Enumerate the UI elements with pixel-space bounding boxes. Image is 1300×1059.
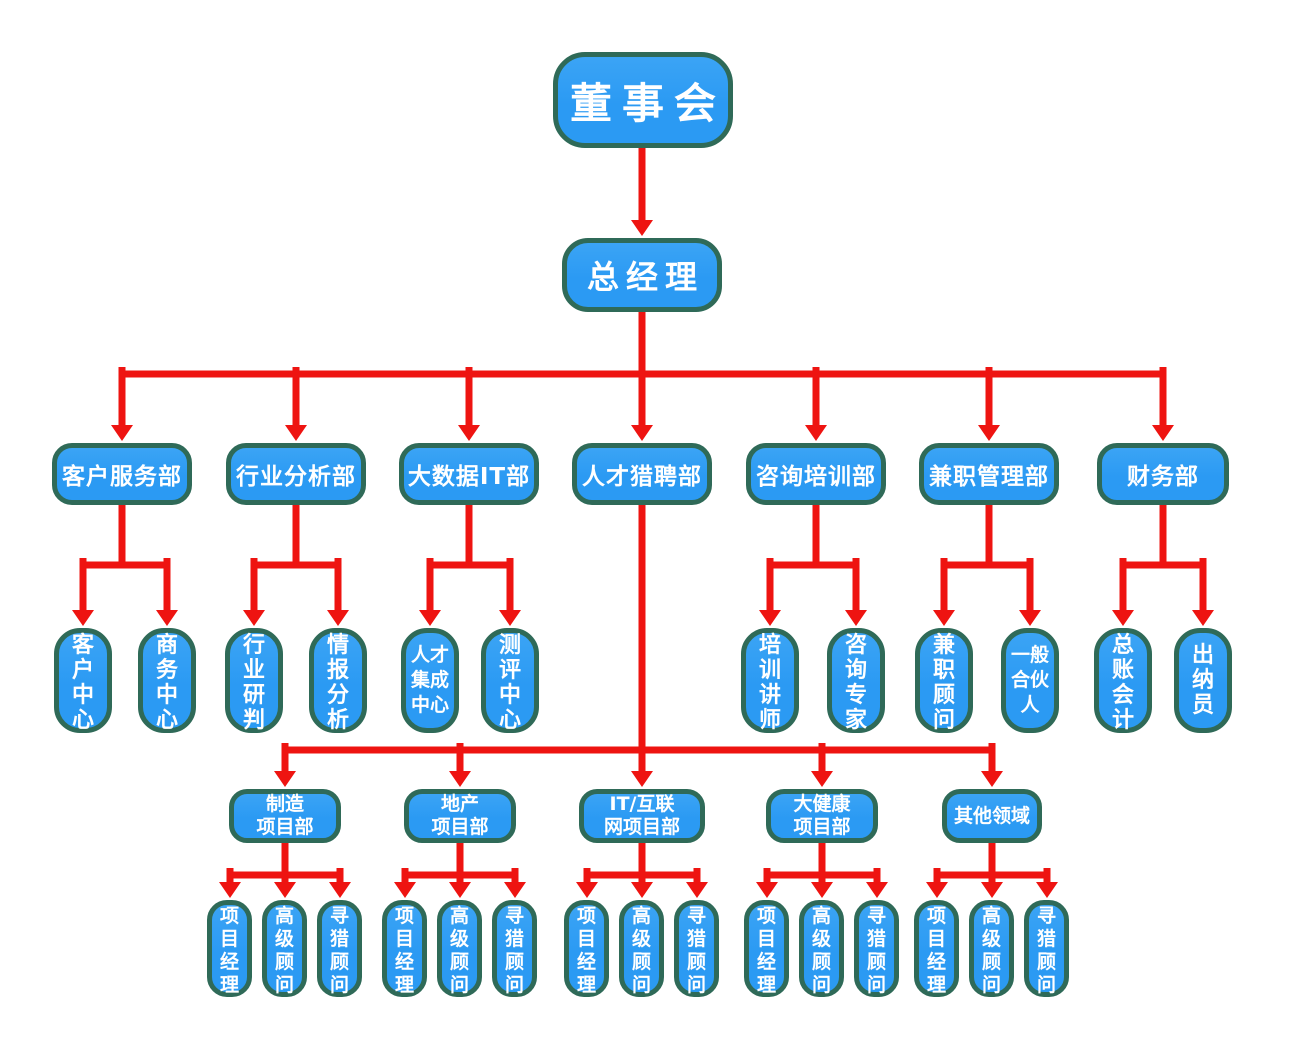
node-sub-consulting-expert: 咨询专家 [827, 628, 885, 733]
dept-label: 客户服务部 [62, 464, 182, 490]
node-leaf-headhunting-consultant: 寻猎顾问 [1024, 900, 1069, 997]
sub-label: 出纳员 [1191, 643, 1214, 718]
node-sub-customer-center: 客户中心 [54, 628, 112, 733]
leaf-label: 项目经理 [219, 905, 239, 996]
node-leaf-headhunting-consultant: 寻猎顾问 [492, 900, 537, 997]
node-sub-intel-analysis: 情报分析 [309, 628, 367, 733]
dept-label: 财务部 [1127, 464, 1199, 490]
leaf-label: 高级顾问 [274, 905, 294, 996]
node-sub-general-ledger-accountant: 总账会计 [1094, 628, 1152, 733]
proj-label-line2: 项目部 [431, 816, 489, 838]
leaf-label: 寻猎顾问 [504, 905, 524, 996]
leaf-label: 项目经理 [756, 905, 776, 996]
proj-label-line1: 地产 [440, 793, 479, 815]
node-dept-finance: 财务部 [1097, 443, 1229, 505]
leaf-label: 寻猎顾问 [866, 905, 886, 996]
proj-label-line2: 项目部 [793, 816, 851, 838]
sub-label: 客户中心 [71, 633, 94, 733]
proj-label-line1: 制造 [265, 793, 304, 815]
node-leaf-headhunting-consultant: 寻猎顾问 [317, 900, 362, 997]
leaf-label: 高级顾问 [981, 905, 1001, 996]
node-sub-parttime-consultant: 兼职顾问 [915, 628, 973, 733]
dept-label: 兼职管理部 [929, 464, 1049, 490]
node-board: 董事会 [553, 52, 733, 148]
node-sub-talent-integration-center: 人才集成中心 [401, 628, 459, 733]
node-dept-headhunting: 人才猎聘部 [572, 443, 712, 505]
dept-label: 行业分析部 [236, 464, 356, 490]
node-dept-parttime-management: 兼职管理部 [919, 443, 1059, 505]
node-dept-consulting-training: 咨询培训部 [746, 443, 886, 505]
node-leaf-project-manager: 项目经理 [207, 900, 252, 997]
leaf-label: 寻猎顾问 [1036, 905, 1056, 996]
leaf-label: 项目经理 [576, 905, 596, 996]
sub-label: 兼职顾问 [932, 633, 955, 733]
dept-label: 咨询培训部 [756, 464, 876, 490]
sub-label: 商务中心 [155, 633, 178, 733]
leaf-label: 高级顾问 [811, 905, 831, 996]
leaf-label: 寻猎顾问 [686, 905, 706, 996]
proj-label-line1: 其他领域 [953, 804, 1030, 827]
proj-label-line1: IT/互联 [609, 793, 675, 815]
sub-label: 测评中心 [498, 633, 521, 733]
sub-label: 人才集成中心 [410, 644, 449, 716]
node-leaf-senior-consultant: 高级顾问 [437, 900, 482, 997]
sub-label: 总账会计 [1111, 633, 1134, 733]
node-dept-bigdata-it: 大数据IT部 [399, 443, 539, 505]
proj-label-line2: 网项目部 [603, 816, 680, 838]
leaf-label: 高级顾问 [449, 905, 469, 996]
node-leaf-senior-consultant: 高级顾问 [799, 900, 844, 997]
dept-label: 大数据IT部 [407, 464, 531, 490]
node-leaf-headhunting-consultant: 寻猎顾问 [854, 900, 899, 997]
node-general-manager: 总经理 [562, 238, 722, 312]
node-leaf-project-manager: 项目经理 [914, 900, 959, 997]
node-board-label: 董事会 [569, 78, 726, 128]
node-leaf-senior-consultant: 高级顾问 [262, 900, 307, 997]
sub-label: 一般合伙人 [1010, 644, 1049, 716]
node-sub-training-lecturer: 培训讲师 [741, 628, 799, 733]
node-leaf-project-manager: 项目经理 [564, 900, 609, 997]
proj-label-line1: 大健康 [793, 793, 851, 815]
node-dept-industry-analysis: 行业分析部 [226, 443, 366, 505]
node-sub-general-partner: 一般合伙人 [1001, 628, 1059, 733]
node-sub-business-center: 商务中心 [138, 628, 196, 733]
node-leaf-headhunting-consultant: 寻猎顾问 [674, 900, 719, 997]
node-leaf-senior-consultant: 高级顾问 [619, 900, 664, 997]
sub-label: 行业研判 [242, 633, 265, 733]
node-proj-other-fields: 其他领域 [942, 789, 1042, 843]
node-proj-it-internet: IT/互联 网项目部 [579, 789, 705, 843]
leaf-label: 项目经理 [926, 905, 946, 996]
node-dept-customer-service: 客户服务部 [52, 443, 192, 505]
leaf-label: 寻猎顾问 [329, 905, 349, 996]
node-proj-health: 大健康 项目部 [766, 789, 878, 843]
sub-label: 培训讲师 [758, 633, 781, 733]
node-sub-industry-research: 行业研判 [225, 628, 283, 733]
dept-label: 人才猎聘部 [582, 464, 702, 490]
sub-label: 情报分析 [326, 633, 349, 733]
node-sub-cashier: 出纳员 [1174, 628, 1232, 733]
leaf-label: 项目经理 [394, 905, 414, 996]
node-proj-real-estate: 地产 项目部 [404, 789, 516, 843]
node-proj-manufacturing: 制造 项目部 [229, 789, 341, 843]
node-general-manager-label: 总经理 [586, 258, 704, 296]
node-leaf-project-manager: 项目经理 [382, 900, 427, 997]
node-leaf-project-manager: 项目经理 [744, 900, 789, 997]
node-sub-evaluation-center: 测评中心 [481, 628, 539, 733]
node-leaf-senior-consultant: 高级顾问 [969, 900, 1014, 997]
leaf-label: 高级顾问 [631, 905, 651, 996]
proj-label-line2: 项目部 [256, 816, 314, 838]
sub-label: 咨询专家 [844, 633, 867, 733]
